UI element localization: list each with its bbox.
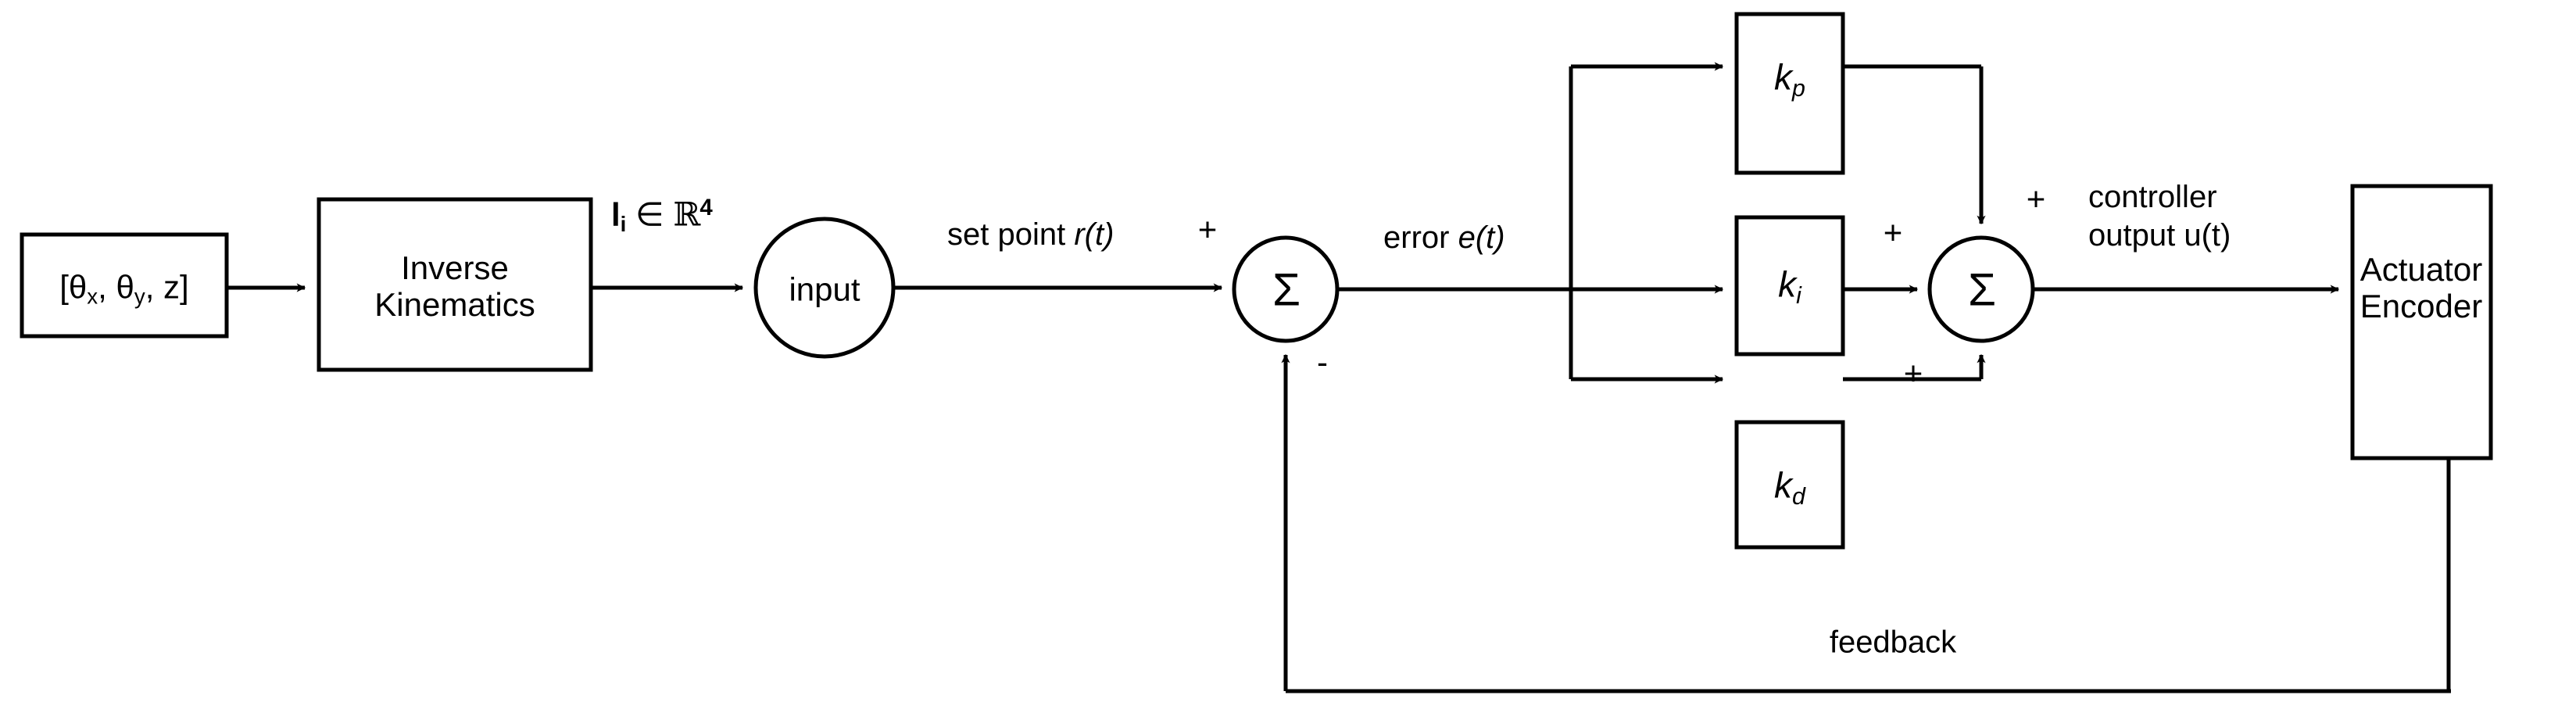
inverse-kinematics-box-label: Inverse Kinematics [374,249,535,323]
error-text: error [1383,220,1450,255]
element-of-symbol: ∈ [635,195,674,233]
set-point-label: set point r(t) [947,217,1114,253]
inverse-kinematics-line-1: Inverse [401,249,509,286]
feedback-label: feedback [1829,625,1957,660]
error-summing-junction-sigma: Σ [1272,264,1301,316]
dimension-exponent: 4 [699,195,713,220]
pose-vector-box-outline [20,232,229,339]
controller-summing-junction-sigma: Σ [1968,264,1996,316]
kd-gain-symbol: k [1774,464,1793,506]
ki-gain-subscript: i [1796,282,1801,309]
set-point-text: set point [947,217,1066,252]
real-numbers-symbol: ℝ [673,195,700,234]
joint-length-vector-label: li ∈ ℝ4 [611,195,713,236]
error-sum-plus-sign: + [1197,210,1218,248]
controller-output-label: controller output u(t) [2088,178,2231,255]
error-signal-label: error e(t) [1383,220,1505,256]
ki-gain-symbol: k [1778,263,1797,305]
actuator-encoder-box-outline [2350,184,2493,460]
input-circle-label: input [789,271,860,308]
pose-vector-box-label: [θx, θy, z] [59,268,189,309]
actuator-encoder-line-1: Actuator [2360,250,2483,288]
error-variable: e(t) [1458,220,1505,255]
actuator-encoder-line-2: Encoder [2360,288,2483,324]
kd-gain-box-outline [1734,420,1845,550]
kp-gain-label: kp [1774,56,1805,102]
kd-gain-label: kd [1774,464,1805,511]
kd-gain-subscript: d [1792,483,1805,510]
inverse-kinematics-box-outline [317,197,593,372]
controller-sum-kp-plus-sign: + [2026,180,2046,217]
set-point-variable: r(t) [1074,217,1114,252]
controller-output-line-2: output u(t) [2088,217,2231,253]
kp-gain-subscript: p [1792,75,1805,102]
ki-gain-label: ki [1778,263,1801,310]
ki-gain-box-outline [1734,215,1845,356]
inverse-kinematics-line-2: Kinematics [374,286,535,323]
controller-sum-kd-plus-sign: + [1903,354,1923,392]
joint-vector-symbol: li [611,195,627,236]
kp-gain-symbol: k [1774,56,1793,98]
actuator-encoder-box-label: Actuator Encoder [2360,251,2482,324]
controller-output-line-1: controller [2088,180,2217,214]
kp-gain-box-outline [1734,12,1845,175]
error-sum-minus-sign: - [1317,343,1328,381]
controller-sum-ki-plus-sign: + [1883,213,1903,251]
